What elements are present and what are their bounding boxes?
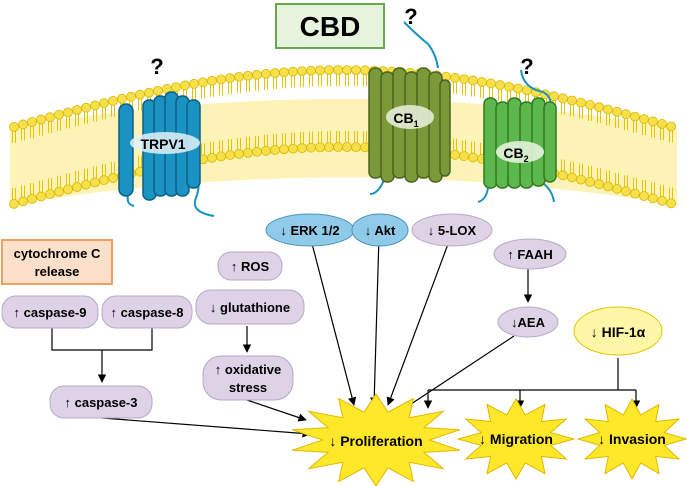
cb1-receptor: CB1 bbox=[368, 21, 451, 195]
glutathione-label: ↓ glutathione bbox=[210, 300, 290, 315]
cytochrome-line2: release bbox=[35, 264, 80, 279]
cbd-title-box: CBD bbox=[275, 3, 385, 49]
caspase-3-node: ↑ caspase-3 bbox=[49, 385, 153, 419]
5-lox-node: ↓ 5-LOX bbox=[411, 213, 493, 247]
5-lox-label: ↓ 5-LOX bbox=[428, 223, 477, 238]
oxidative-line2: stress bbox=[229, 380, 267, 395]
caspase-9-node: ↑ caspase-9 bbox=[1, 295, 99, 329]
ros-label: ↑ ROS bbox=[231, 259, 270, 274]
caspase-9-label: ↑ caspase-9 bbox=[14, 305, 87, 320]
ros-node: ↑ ROS bbox=[217, 251, 283, 281]
caspase-8-label: ↑ caspase-8 bbox=[111, 305, 184, 320]
migration-label: ↓ Migration bbox=[479, 431, 553, 447]
aea-node: ↓AEA bbox=[497, 306, 559, 338]
aea-label: ↓AEA bbox=[511, 315, 546, 330]
caspase-3-label: ↑ caspase-3 bbox=[65, 395, 138, 410]
cb2-receptor: CB2 bbox=[477, 69, 557, 203]
faah-node: ↑ FAAH bbox=[493, 238, 567, 270]
akt-label: ↓ Akt bbox=[365, 223, 396, 238]
proliferation-star: ↓ Proliferation bbox=[292, 393, 460, 486]
cb1-label: CB1 bbox=[393, 110, 418, 129]
cytochrome-c-release-box: cytochrome C release bbox=[1, 239, 113, 285]
oxidative-line1: ↑ oxidative bbox=[215, 362, 281, 377]
hif-1a-label: ↓ HIF-1α bbox=[591, 324, 646, 340]
glutathione-node: ↓ glutathione bbox=[195, 289, 305, 325]
erk-label: ↓ ERK 1/2 bbox=[280, 223, 339, 238]
faah-label: ↑ FAAH bbox=[507, 247, 553, 262]
erk-node: ↓ ERK 1/2 bbox=[265, 213, 355, 247]
trpv1-label: TRPV1 bbox=[140, 136, 185, 152]
migration-star: ↓ Migration bbox=[456, 398, 576, 480]
invasion-label: ↓ Invasion bbox=[598, 431, 666, 447]
cytochrome-line1: cytochrome C bbox=[14, 246, 101, 261]
trpv1-question-mark: ? bbox=[150, 54, 163, 79]
hif-1a-node: ↓ HIF-1α bbox=[573, 306, 663, 356]
akt-node: ↓ Akt bbox=[351, 213, 409, 247]
cb2-label: CB2 bbox=[503, 145, 528, 164]
proliferation-label: ↓ Proliferation bbox=[329, 433, 422, 449]
invasion-star: ↓ Invasion bbox=[576, 397, 687, 481]
cb2-question-mark: ? bbox=[520, 54, 533, 79]
oxidative-stress-node: ↑ oxidative stress bbox=[202, 355, 294, 401]
caspase-8-node: ↑ caspase-8 bbox=[101, 295, 193, 329]
cb1-question-mark: ? bbox=[404, 4, 417, 29]
cbd-title: CBD bbox=[300, 11, 361, 42]
arrows bbox=[51, 235, 641, 438]
trpv1-receptor: TRPV1 bbox=[118, 91, 215, 217]
cell-membrane bbox=[9, 65, 677, 209]
